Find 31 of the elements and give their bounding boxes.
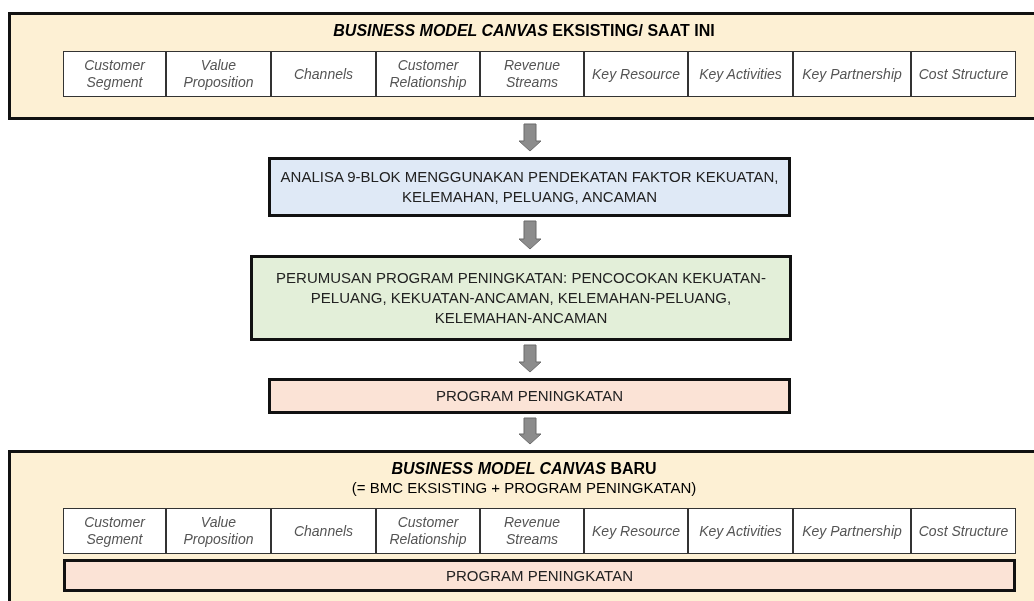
process-box: ANALISA 9-BLOK MENGGUNAKAN PENDEKATAN FAKTOR KEKUATAN, KELEMAHAN, PELUANG, ANCAMAN <box>268 157 791 217</box>
canvas-block-cell: Revenue Streams <box>480 508 584 554</box>
canvas-block-cell: Key Activities <box>688 51 793 97</box>
canvas-block-cell: Customer Relationship <box>376 51 480 97</box>
canvas-subtitle: (= BMC EKSISTING + PROGRAM PENINGKATAN) <box>351 479 697 497</box>
canvas-block-cell: Key Resource <box>584 51 688 97</box>
canvas-block-cell: Customer Segment <box>63 508 166 554</box>
canvas-block-cell: Customer Segment <box>63 51 166 97</box>
canvas-block-cell: Value Proposition <box>166 51 271 97</box>
canvas-panel <box>8 450 1034 601</box>
canvas-block-cell: Key Partnership <box>793 51 911 97</box>
canvas-block-cell: Key Activities <box>688 508 793 554</box>
process-box: PROGRAM PENINGKATAN <box>268 378 791 414</box>
block-arrow <box>518 417 542 445</box>
canvas-block-cell: Value Proposition <box>166 508 271 554</box>
block-arrow <box>518 344 542 373</box>
canvas-block-cell: Key Resource <box>584 508 688 554</box>
canvas-block-cell: Channels <box>271 51 376 97</box>
canvas-block-cell: Channels <box>271 508 376 554</box>
canvas-title: BUSINESS MODEL CANVAS EKSISTING/ SAAT INI <box>333 21 715 41</box>
canvas-block-cell: Revenue Streams <box>480 51 584 97</box>
block-arrow <box>518 123 542 152</box>
canvas-block-cell: Key Partnership <box>793 508 911 554</box>
canvas-panel <box>8 12 1034 120</box>
canvas-title: BUSINESS MODEL CANVAS BARU <box>391 459 657 479</box>
canvas-block-cell: Cost Structure <box>911 51 1016 97</box>
canvas-block-cell: Customer Relationship <box>376 508 480 554</box>
program-bar: PROGRAM PENINGKATAN <box>63 559 1016 592</box>
block-arrow <box>518 220 542 250</box>
canvas-block-cell: Cost Structure <box>911 508 1016 554</box>
process-box: PERUMUSAN PROGRAM PENINGKATAN: PENCOCOKAN KEKUATAN-PELUANG, KEKUATAN-ANCAMAN, KELEMAHAN-PELUANG, KELEMAHAN-ANCAMAN <box>250 255 792 341</box>
